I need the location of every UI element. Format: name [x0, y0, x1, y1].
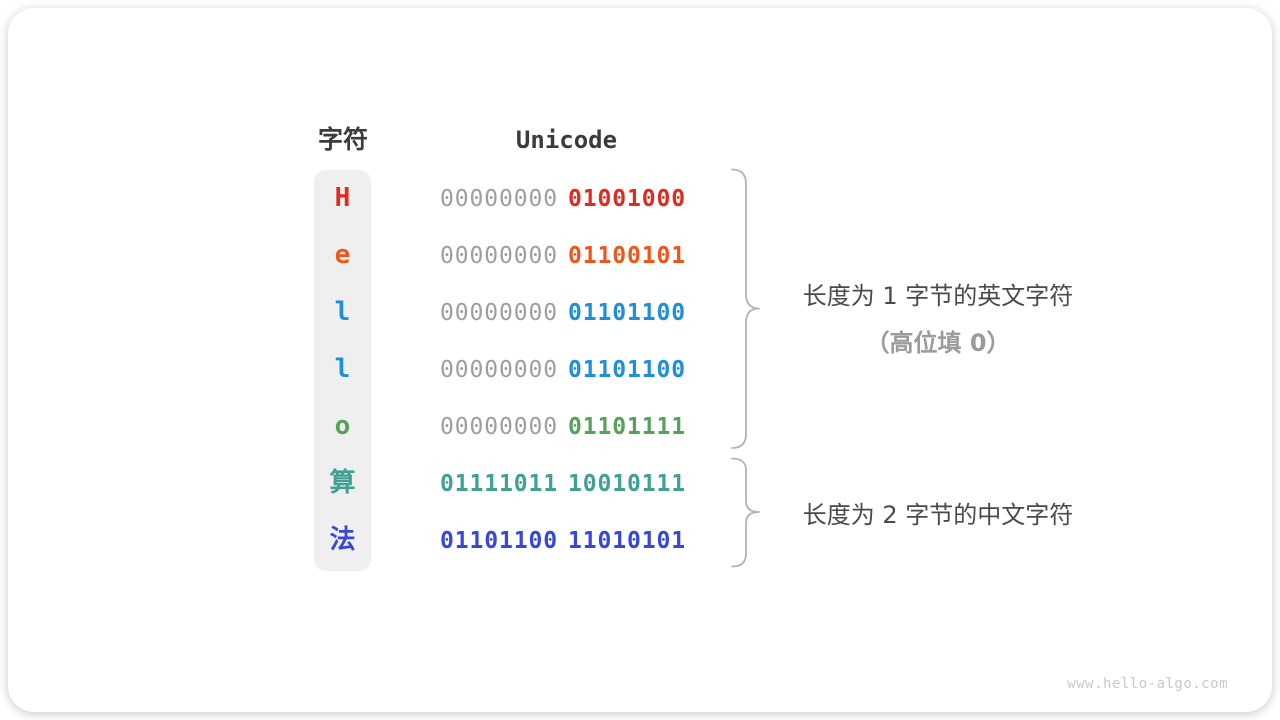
column-header-char: 字符: [317, 125, 368, 154]
brace-chinese-group: [731, 457, 760, 568]
unicode-bytes: 00000000 01101111: [440, 414, 686, 440]
table-row: o 00000000 01101111: [8, 398, 1272, 455]
unicode-bytes: 00000000 01100101: [440, 243, 686, 269]
byte-low: 01101100: [567, 356, 686, 383]
char-cell: l: [334, 297, 351, 327]
annotation-chinese-chars: 长度为 2 字节的中文字符: [802, 501, 1074, 529]
table-row: 算 01111011 10010111: [8, 455, 1272, 512]
table-row: e 00000000 01100101: [8, 227, 1272, 284]
watermark: www.hello-algo.com: [1067, 676, 1228, 692]
byte-low: 11010101: [567, 527, 686, 554]
unicode-bytes: 00000000 01101100: [440, 357, 686, 383]
byte-high: 00000000: [440, 242, 558, 269]
byte-high: 01111011: [440, 470, 558, 497]
byte-low: 01101100: [567, 299, 686, 326]
char-cell: e: [334, 240, 351, 270]
byte-low: 01101111: [567, 413, 686, 440]
byte-high: 00000000: [440, 356, 558, 383]
byte-low: 01001000: [567, 185, 686, 212]
diagram-card: 字符 Unicode H 00000000 01001000 e 00000000 011…: [8, 8, 1272, 712]
annotation-english-chars: 长度为 1 字节的英文字符 （高位填 0）: [765, 276, 1111, 358]
table-row: l 00000000 01101100: [8, 284, 1272, 341]
annotation-english-line2: （高位填 0）: [865, 329, 1011, 357]
char-cell: l: [334, 354, 351, 384]
table-row: 法 01101100 11010101: [8, 512, 1272, 569]
char-cell: o: [334, 411, 351, 441]
unicode-bytes: 00000000 01101100: [440, 300, 686, 326]
column-header-unicode: Unicode: [515, 126, 618, 154]
char-cell: H: [334, 183, 351, 213]
byte-high: 00000000: [440, 299, 558, 326]
unicode-bytes: 00000000 01001000: [440, 186, 686, 212]
unicode-bytes: 01111011 10010111: [440, 471, 686, 497]
brace-english-group: [731, 168, 760, 449]
table-row: l 00000000 01101100: [8, 341, 1272, 398]
char-cell: 算: [329, 468, 356, 498]
byte-low: 10010111: [567, 470, 686, 497]
char-column-background: [314, 170, 371, 571]
byte-high: 00000000: [440, 185, 558, 212]
char-cell: 法: [329, 525, 356, 555]
byte-high: 01101100: [440, 527, 558, 554]
table-row: H 00000000 01001000: [8, 170, 1272, 227]
byte-low: 01100101: [567, 242, 686, 269]
annotation-english-line1: 长度为 1 字节的英文字符: [802, 282, 1074, 310]
unicode-bytes: 01101100 11010101: [440, 528, 686, 554]
byte-high: 00000000: [440, 413, 558, 440]
